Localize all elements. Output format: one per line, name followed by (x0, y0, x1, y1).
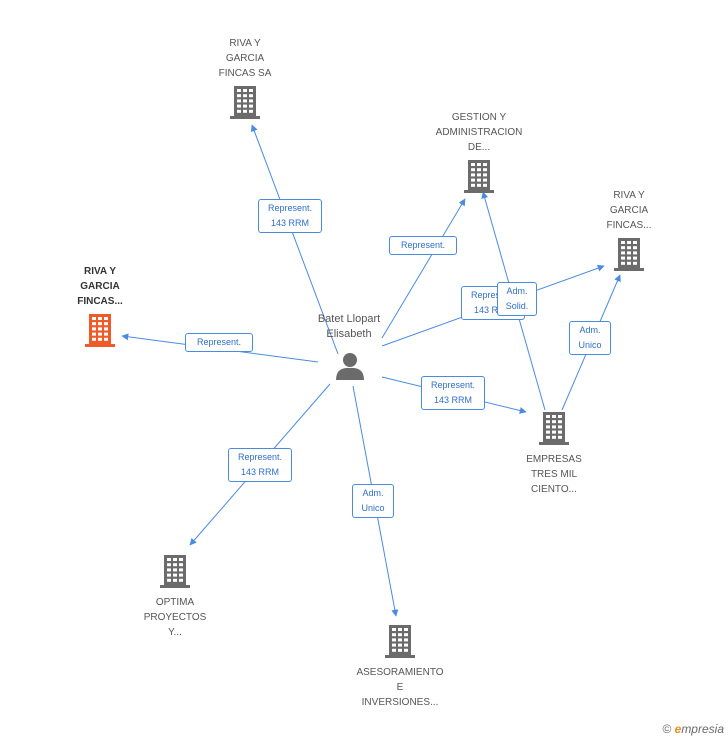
brand-name: mpresia (681, 722, 724, 736)
company-label-riva_focus[interactable]: RIVA Y GARCIA FINCAS... (77, 266, 123, 307)
person-icon[interactable] (336, 353, 364, 380)
building-icon[interactable] (230, 86, 260, 119)
copyright-symbol: © (662, 722, 672, 736)
company-label-riva_right[interactable]: RIVA Y GARCIA FINCAS... (606, 190, 652, 231)
company-label-gestion[interactable]: GESTION Y ADMINISTRACION DE... (435, 112, 523, 153)
edge-center-riva_sa (250, 124, 339, 355)
building-icon[interactable] (464, 160, 494, 193)
company-label-riva_sa[interactable]: RIVA Y GARCIA FINCAS SA (218, 38, 272, 79)
building-icon[interactable] (539, 412, 569, 445)
edge-center-gestion (381, 198, 466, 339)
company-label-asesoramiento[interactable]: ASESORAMIENTO E INVERSIONES... (356, 667, 444, 708)
edge-label-riva_sa[interactable]: Represent. 143 RRM (258, 199, 322, 233)
company-label-empresas[interactable]: EMPRESAS TRES MIL CIENTO... (526, 454, 582, 495)
building-icon[interactable] (614, 238, 644, 271)
edge-label-riva_right[interactable]: Adm. Unico (569, 321, 611, 355)
brand-footer: © empresia (662, 722, 724, 736)
building-icon[interactable] (385, 625, 415, 658)
edge-label-gestion[interactable]: Represent. (389, 236, 457, 255)
company-label-optima[interactable]: OPTIMA PROYECTOS Y... (143, 597, 207, 638)
building-icon[interactable] (85, 314, 115, 347)
edge-label-riva_focus[interactable]: Represent. (185, 333, 253, 352)
edge-label-optima[interactable]: Represent. 143 RRM (228, 448, 292, 482)
edge-label-asesoramiento[interactable]: Adm. Unico (352, 484, 394, 518)
brand-logo-e: e (674, 722, 682, 736)
edge-label-gestion[interactable]: Adm. Solid. (497, 282, 537, 316)
person-name-label[interactable]: Batet Llopart Elisabeth (317, 313, 381, 340)
edge-label-empresas[interactable]: Represent. 143 RRM (421, 376, 485, 410)
building-icon[interactable] (160, 555, 190, 588)
